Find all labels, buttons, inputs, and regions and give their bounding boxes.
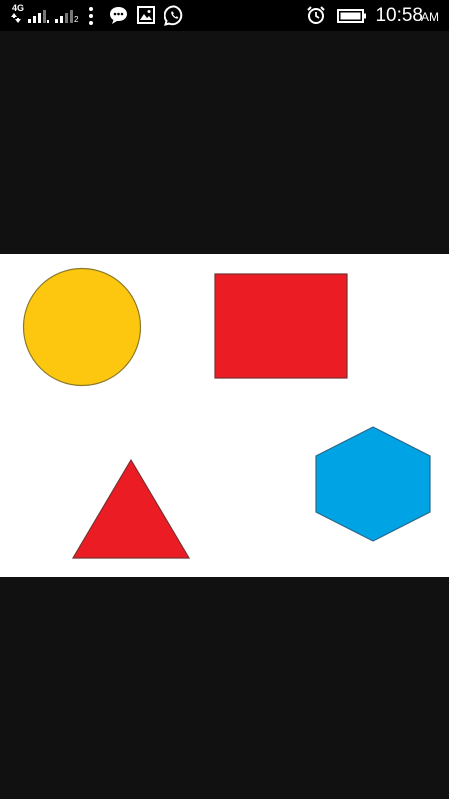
network-type-label: 4G	[12, 3, 25, 13]
overflow-menu-icon[interactable]	[89, 7, 93, 25]
status-bar: 4G 2	[0, 0, 449, 31]
battery-icon	[337, 9, 367, 23]
clock-time: 10:58	[375, 5, 423, 26]
gallery-notification-icon[interactable]	[137, 6, 155, 24]
message-notification-icon[interactable]	[109, 6, 128, 25]
whatsapp-notification-icon[interactable]	[164, 5, 185, 26]
yellow-circle	[22, 267, 142, 387]
clock-ampm: AM	[421, 10, 439, 24]
signal-sim2-icon	[55, 8, 79, 24]
red-rectangle	[214, 273, 348, 379]
red-triangle	[71, 458, 191, 559]
shapes-image[interactable]	[0, 254, 449, 577]
sim2-label: 2	[74, 15, 79, 24]
signal-sim1-icon	[28, 8, 50, 24]
data-arrows-icon	[11, 13, 21, 23]
image-viewer[interactable]	[0, 31, 449, 799]
alarm-icon	[306, 5, 326, 25]
blue-hexagon	[315, 426, 431, 542]
